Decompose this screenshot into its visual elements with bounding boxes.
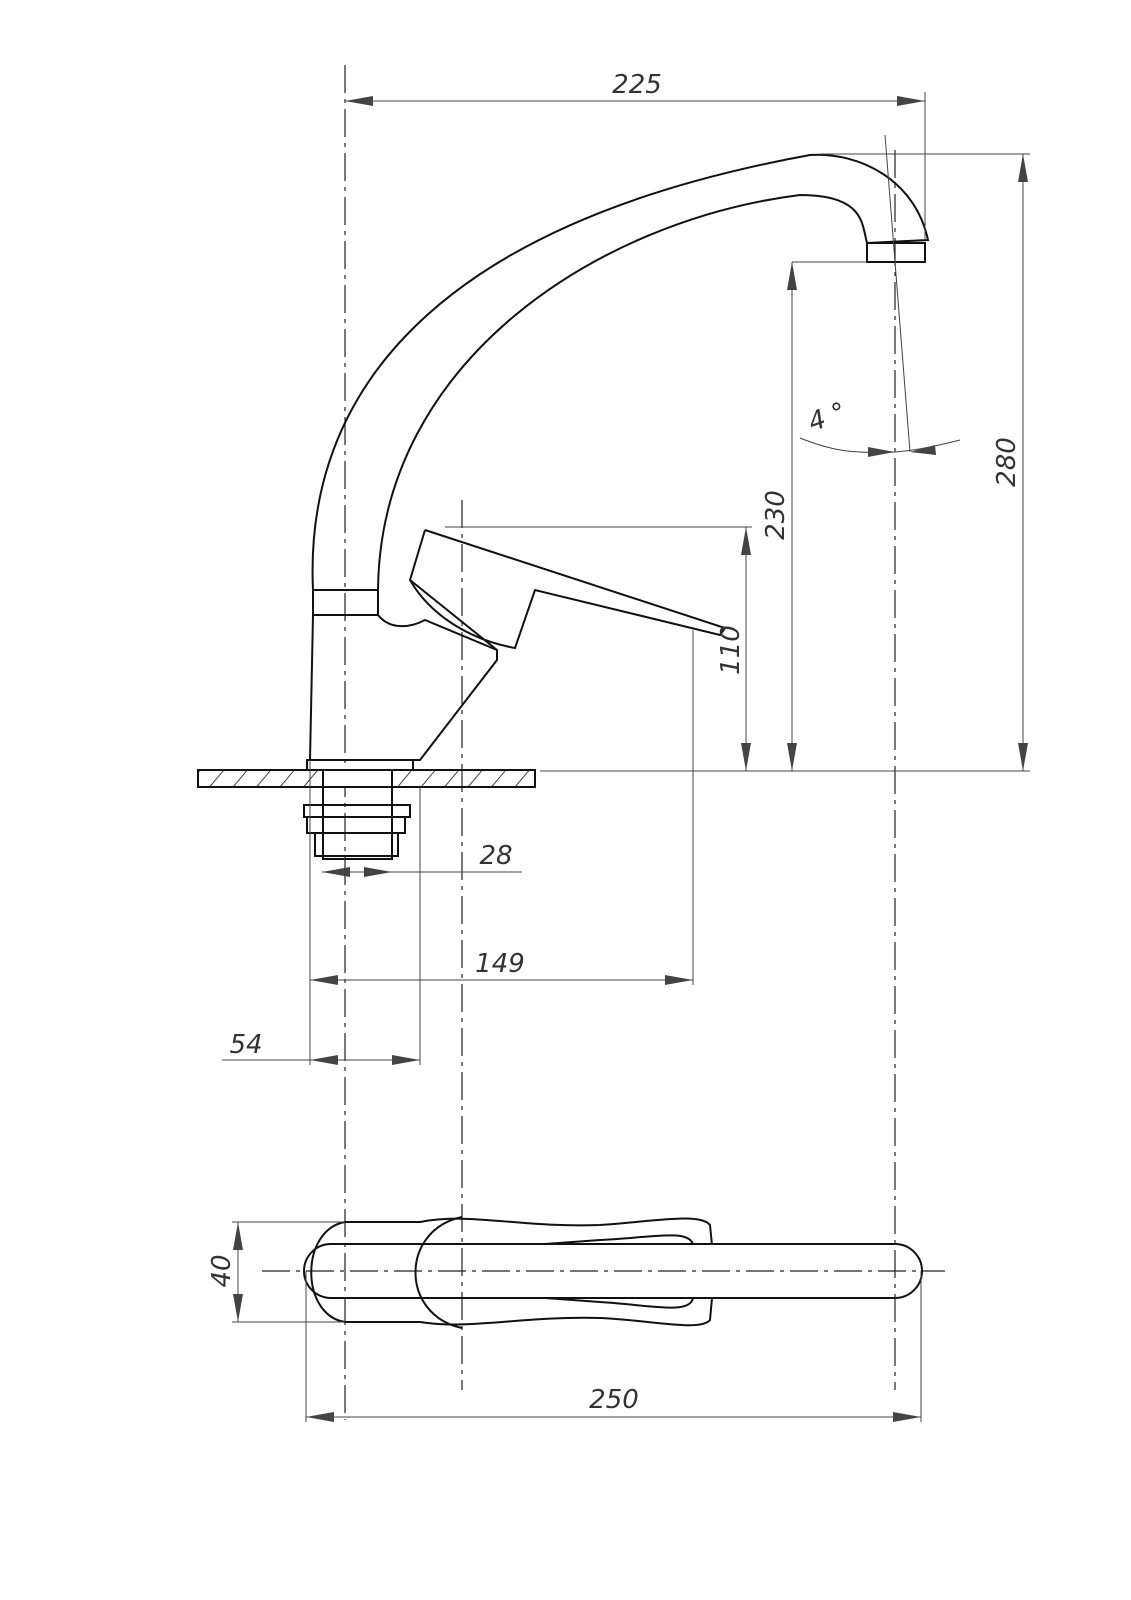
dim-outlet-height: 230 [761,490,791,540]
dim-total-height: 280 [992,437,1022,487]
base-collar [306,759,414,771]
spout-ring [312,589,379,616]
dim-spout-reach: 225 [612,70,662,100]
lever-top [303,1243,923,1299]
dim-body-diameter: 54 [229,1030,262,1060]
faucet-side-view [197,153,930,860]
dim-total-length: 250 [589,1385,639,1415]
dim-connection-width: 28 [479,841,512,871]
dim-lever-height: 110 [716,625,746,675]
body [308,614,498,761]
nut [303,804,411,818]
dim-spout-angle: 4 ° [804,397,850,438]
lever-handle [408,529,727,650]
dim-lever-reach: 149 [475,949,525,979]
threaded-connection [322,786,393,860]
spout-outline [311,153,930,591]
faucet-top-view [303,1216,923,1329]
dim-top-width: 40 [207,1254,237,1287]
dimension-lines [222,92,1030,1422]
center-lines [262,65,945,1420]
aerator [866,242,926,263]
